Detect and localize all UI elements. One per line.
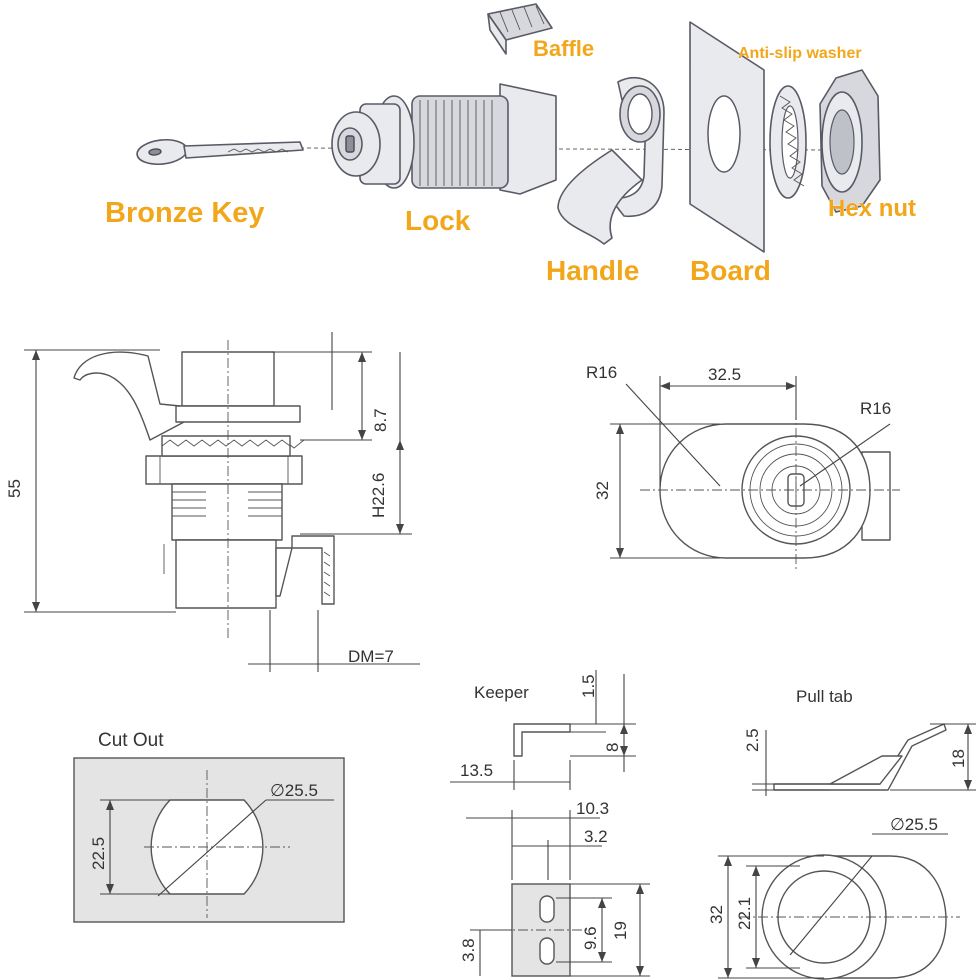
baffle-drawing <box>487 3 553 55</box>
handle-drawing <box>557 76 665 245</box>
dim-radius-right: R16 <box>860 399 891 418</box>
cut-out-drawing: Cut Out ∅25.5 22.5 <box>73 730 345 923</box>
dim-cutout-diameter: ∅25.5 <box>270 781 318 800</box>
dim-height-32: 32 <box>593 481 612 500</box>
dim-keeper-thick: 1.5 <box>579 674 598 698</box>
dim-keeper-total: 19 <box>611 921 630 940</box>
keeper-drawing: Keeper <box>450 670 650 977</box>
dim-keeper-length: 13.5 <box>460 761 493 780</box>
hex-nut-drawing <box>819 69 881 213</box>
exploded-view: Baffle Anti-slip washer Bronze Key Lock … <box>105 3 916 286</box>
label-bronze-key: Bronze Key <box>105 197 265 229</box>
dim-dm: DM=7 <box>348 647 394 666</box>
dim-keeper-slot: 3.8 <box>459 938 478 962</box>
bronze-key-drawing <box>136 138 304 166</box>
label-board: Board <box>690 255 771 286</box>
board-drawing <box>689 21 765 253</box>
dim-thread-height: H22.6 <box>369 473 388 518</box>
anti-slip-washer-drawing <box>769 85 807 199</box>
label-lock: Lock <box>405 205 471 236</box>
dim-keeper-width: 10.3 <box>576 799 609 818</box>
label-baffle: Baffle <box>533 36 594 61</box>
dim-radius-left: R16 <box>586 363 617 382</box>
dim-pulltab-32: 32 <box>707 905 726 924</box>
title-pull-tab: Pull tab <box>796 687 853 706</box>
side-view-drawing: 55 8.7 H22.6 DM=7 <box>5 332 420 672</box>
dim-pulltab-height: 18 <box>949 749 968 768</box>
dim-pulltab-thick: 2.5 <box>743 728 762 752</box>
dim-pulltab-22: 22.1 <box>735 897 754 930</box>
title-cut-out: Cut Out <box>98 730 164 751</box>
title-keeper: Keeper <box>474 683 529 702</box>
top-view-drawing: R16 32.5 R16 32 <box>586 363 900 572</box>
dim-keeper-slot-height: 9.6 <box>581 926 600 950</box>
label-handle: Handle <box>546 255 639 286</box>
label-hex-nut: Hex nut <box>828 195 916 222</box>
dim-keeper-height: 8 <box>603 743 622 752</box>
dim-total-height: 55 <box>5 479 24 498</box>
pull-tab-drawing: Pull tab 2.5 <box>707 687 976 980</box>
dim-pulltab-diameter: ∅25.5 <box>890 815 938 834</box>
lock-body-drawing <box>331 83 557 195</box>
dim-keeper-inner: 3.2 <box>584 827 608 846</box>
dim-cylinder-height: 8.7 <box>371 408 390 432</box>
dim-cutout-height: 22.5 <box>89 837 108 870</box>
dim-width-top: 32.5 <box>708 365 741 384</box>
label-anti-slip-washer: Anti-slip washer <box>738 45 862 62</box>
